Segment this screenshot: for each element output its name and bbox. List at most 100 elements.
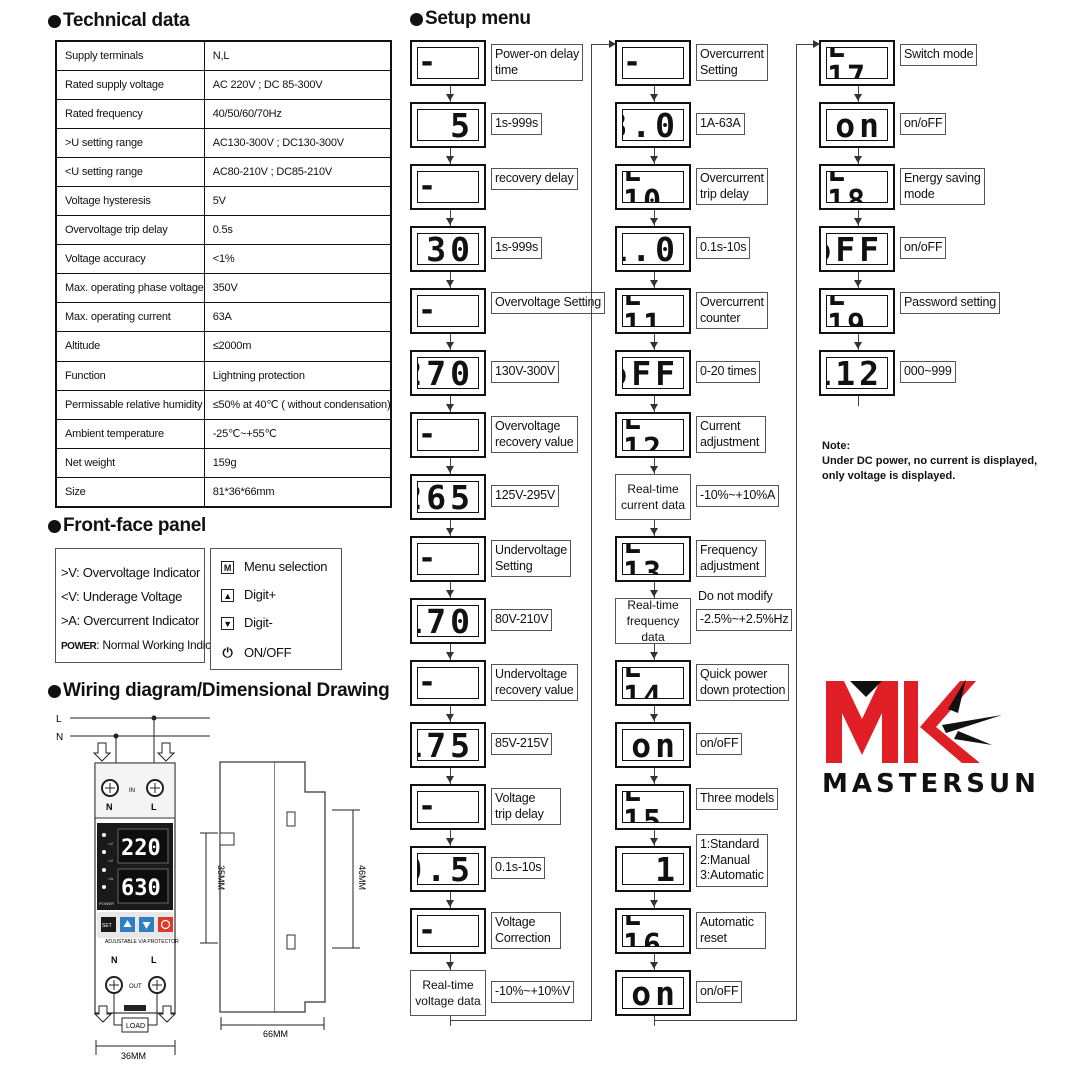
lcd-code: L 11 [615, 288, 691, 334]
spec-name: Max. operating current [55, 302, 205, 333]
spec-name: Rated supply voltage [55, 69, 205, 100]
brand-name: MASTERSUN [822, 769, 1040, 799]
lcd-value: 63.0 [615, 102, 691, 148]
out-N-label: N [111, 955, 118, 965]
menu-item-range: 130V-300V [491, 361, 560, 383]
model-label: ADJUSTABLE V/A PROTECTOR [105, 939, 179, 945]
bullet-icon [48, 14, 61, 28]
L-line-label: L [56, 714, 62, 725]
menu-item-label: Undervoltage recovery value [491, 664, 578, 702]
out-L-label: L [151, 955, 157, 965]
arrow-down-icon [650, 528, 658, 535]
arrow-down-icon [446, 404, 454, 411]
spec-value: 159g [203, 447, 392, 478]
spec-name: >U setting range [55, 127, 205, 158]
menu-item-range: on/oFF [696, 981, 743, 1003]
lcd-code-text: L 16 [622, 915, 684, 947]
lcd-code-text: L - 8 [417, 915, 479, 947]
connector-line [796, 44, 818, 45]
power-key-icon [158, 917, 173, 932]
lcd-code-text: L - 1 [417, 47, 479, 79]
arrow-down-icon [650, 466, 658, 473]
lcd-value: 175 [410, 722, 486, 768]
up-triangle-icon: ▲ [221, 589, 234, 603]
menu-item-label: Three models [696, 788, 779, 810]
spec-row: Altitude≤2000m [55, 331, 392, 362]
spec-value: 5V [203, 185, 392, 217]
arrow-down-icon [446, 528, 454, 535]
connector-line [654, 1018, 655, 1020]
spec-name: Permissable relative humidity [55, 389, 205, 420]
lcd-value: on [615, 722, 691, 768]
lcd-value-text: 63.0 [622, 109, 684, 141]
down-arrow-icon [156, 742, 176, 762]
menu-item-range: 125V-295V [491, 485, 560, 507]
out-label: OUT [129, 984, 142, 990]
lcd-value-text: on [826, 109, 888, 141]
key-row-power: ⏻ON/OFF [221, 645, 292, 660]
arrow-down-icon [446, 342, 454, 349]
lcd-code-text: L - 7 [417, 791, 479, 823]
menu-item-label: Overvoltage Setting [491, 292, 605, 314]
connector-line [450, 1018, 451, 1020]
lcd-code: L - 3 [410, 288, 486, 334]
lcd-code: L - 6 [410, 660, 486, 706]
N-line-label: N [56, 732, 63, 743]
lcd-value: Real-time frequency data [615, 598, 691, 644]
lcd-value-text: 1.0 [622, 233, 684, 265]
lcd-value: 1.0 [615, 226, 691, 272]
arrow-down-icon [854, 342, 862, 349]
spec-name: Rated frequency [55, 98, 205, 129]
spec-value: AC80-210V ; DC85-210V [203, 156, 392, 187]
menu-item-range: on/oFF [900, 113, 947, 135]
indicator-overvoltage: >V: Overvoltage Indicator [61, 565, 201, 580]
arrow-down-icon [650, 714, 658, 721]
arrow-down-icon [650, 838, 658, 845]
arrow-down-icon [854, 156, 862, 163]
lcd-value-text: Real-time current data [620, 481, 686, 512]
spec-value: 350V [203, 273, 392, 304]
spec-value: AC130-300V ; DC130-300V [203, 127, 392, 158]
spec-value: 81*36*66mm [203, 476, 392, 508]
menu-key-icon: M [221, 561, 234, 575]
arrow-down-icon [650, 404, 658, 411]
spec-name: Ambient temperature [55, 418, 205, 449]
lcd-value: Real-time voltage data [410, 970, 486, 1016]
arrow-down-icon [854, 94, 862, 101]
arrow-down-icon [446, 838, 454, 845]
lcd-value: 0.5 [410, 846, 486, 892]
menu-item-label: Overcurrent counter [696, 292, 768, 330]
spec-name: Max. operating phase voltage [55, 273, 205, 304]
display-voltage: 220 [121, 836, 161, 861]
arrow-down-icon [446, 156, 454, 163]
menu-item-label: Automatic reset [696, 912, 766, 950]
lcd-code: L 16 [615, 908, 691, 954]
menu-item-range: -10%~+10%A [696, 485, 780, 507]
lcd-value-text: 175 [417, 729, 479, 761]
arrow-down-icon [446, 776, 454, 783]
lcd-code: L - 2 [410, 164, 486, 210]
menu-item-label: Undervoltage Setting [491, 540, 571, 578]
arrow-down-icon [446, 94, 454, 101]
lcd-code: L - 9 [615, 40, 691, 86]
menu-item-range: 000~999 [900, 361, 956, 383]
menu-item-label: Quick power down protection [696, 664, 790, 702]
lcd-value-text: oFF [826, 233, 888, 265]
lcd-value-text: Real-time voltage data [415, 977, 481, 1008]
lcd-value: on [615, 970, 691, 1016]
menu-item-range: 1:Standard 2:Manual 3:Automatic [696, 834, 768, 887]
arrow-down-icon [446, 652, 454, 659]
dim-46-label: 46MM [357, 865, 367, 890]
arrow-down-icon [650, 652, 658, 659]
lcd-value: 5 [410, 102, 486, 148]
connector-line [654, 1020, 796, 1021]
menu-item-range: 1A-63A [696, 113, 745, 135]
wiring-diagram: L N N L IN 220 630 >V <V >A POWER SET AD… [56, 714, 367, 1061]
lcd-code: L - 5 [410, 536, 486, 582]
